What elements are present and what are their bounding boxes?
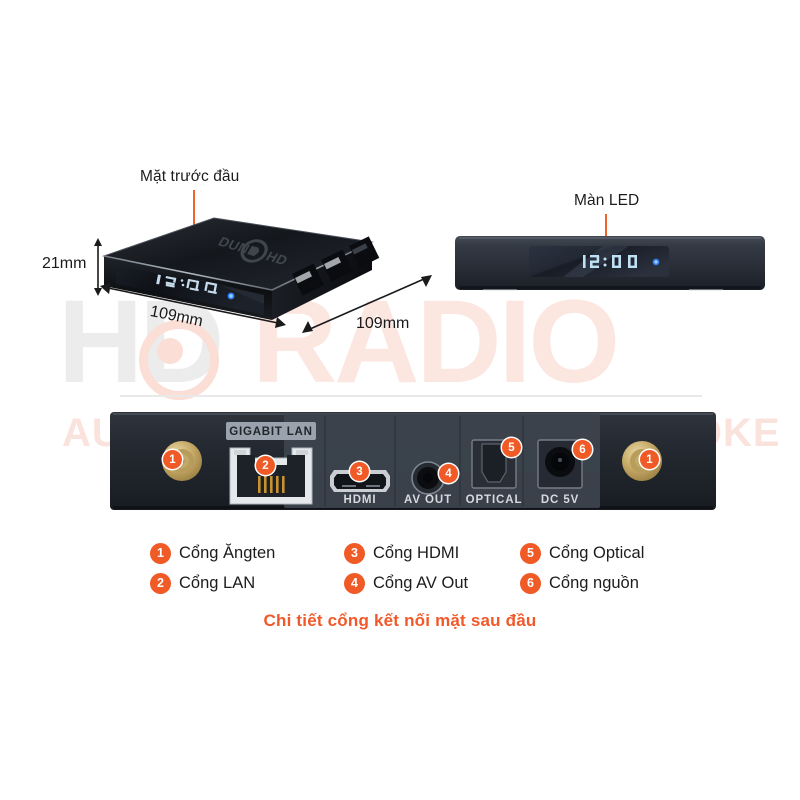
port-label-optical: OPTICAL	[466, 494, 523, 506]
port-label-hdmi: HDMI	[344, 494, 377, 506]
legend-badge-1: 1	[150, 542, 171, 564]
legend-badge-4: 4	[344, 572, 365, 594]
svg-text:HD: HD	[263, 249, 290, 268]
legend-item-6: 6 Cổng nguồn	[520, 568, 644, 598]
legend-label-2: Cổng LAN	[179, 573, 256, 592]
legend-item-1: 1 Cổng Ăngten	[150, 538, 275, 568]
legend-badge-5: 5	[520, 542, 541, 564]
port-label-lan: GIGABIT LAN	[229, 426, 313, 438]
port-marker-1-right: 1	[640, 450, 659, 469]
legend-badge-3: 3	[344, 542, 365, 564]
legend-label-5: Cổng Optical	[549, 543, 645, 562]
diagram-caption: Chi tiết cổng kết nối mặt sau đầu	[263, 611, 537, 630]
port-label-av-out: AV OUT	[404, 494, 452, 506]
dimension-arrow-width	[100, 283, 286, 328]
dimension-label-depth: 109mm	[356, 315, 410, 332]
device-rear-panel-view: GIGABIT LAN HDMI AV OUT	[110, 408, 716, 518]
legend-column-1: 1 Cổng Ăngten 2 Cổng LAN	[150, 538, 275, 598]
legend-item-4: 4 Cổng AV Out	[344, 568, 468, 598]
device-front-view	[453, 232, 767, 300]
dimension-arrow-depth	[302, 275, 432, 333]
legend-label-1: Cổng Ăngten	[179, 543, 276, 562]
dimension-label-height: 21mm	[42, 255, 87, 272]
legend-label-3: Cổng HDMI	[373, 543, 460, 562]
callout-label-front-face: Mặt trước đầu	[140, 168, 240, 185]
legend-column-3: 5 Cổng Optical 6 Cổng nguồn	[520, 538, 644, 598]
port-label-dc: DC 5V	[541, 494, 579, 506]
port-marker-2: 2	[256, 456, 275, 475]
legend-column-2: 3 Cổng HDMI 4 Cổng AV Out	[344, 538, 468, 598]
device-3d-view: DUNE HD	[96, 208, 396, 343]
port-marker-1-left: 1	[163, 450, 182, 469]
legend-item-3: 3 Cổng HDMI	[344, 538, 468, 568]
port-marker-3: 3	[350, 462, 369, 481]
port-marker-6: 6	[573, 440, 592, 459]
dimension-arrow-height	[94, 238, 102, 296]
legend-label-4: Cổng AV Out	[373, 573, 469, 592]
section-divider	[120, 395, 702, 397]
port-marker-5: 5	[502, 438, 521, 457]
port-marker-4: 4	[439, 464, 458, 483]
legend-item-5: 5 Cổng Optical	[520, 538, 644, 568]
legend-label-6: Cổng nguồn	[549, 573, 639, 592]
legend-item-2: 2 Cổng LAN	[150, 568, 275, 598]
legend-badge-2: 2	[150, 572, 171, 594]
callout-label-led-screen: Màn LED	[574, 192, 640, 209]
legend-badge-6: 6	[520, 572, 541, 594]
